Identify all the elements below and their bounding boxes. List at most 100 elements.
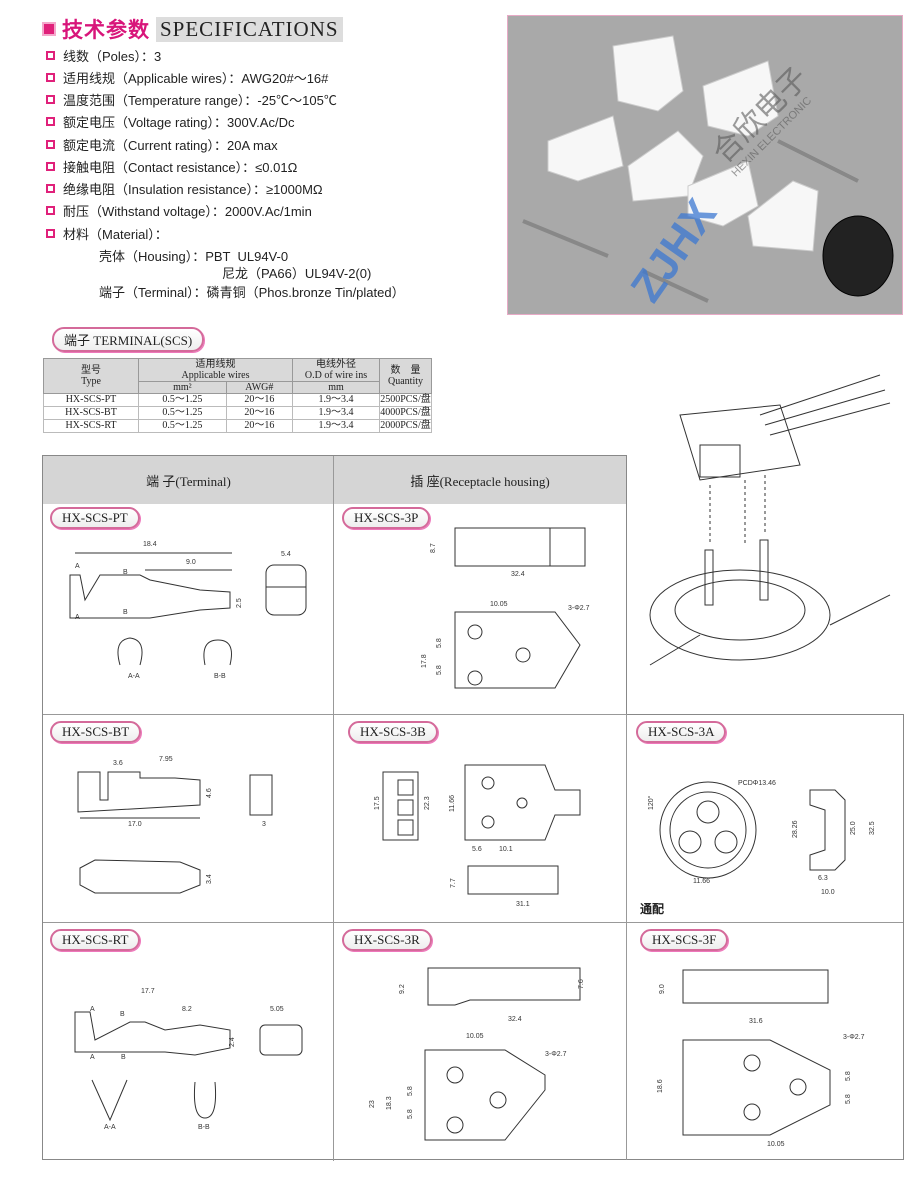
universal-fit-note: 通配 — [640, 902, 665, 916]
dimension-label: 10.05 — [466, 1033, 484, 1040]
section-label: B-B — [214, 673, 226, 680]
spec-item: 适用线规（Applicable wires）：AWG20#～16# — [46, 68, 328, 87]
dimension-label: 7.7 — [450, 878, 457, 888]
dimension-label: 22.3 — [424, 796, 431, 810]
spec-item: 材料（Material）： — [46, 224, 168, 243]
dimension-label: 18.6 — [657, 1079, 664, 1093]
spec-item: 接触电阻（Contact resistance）：≤0.01Ω — [46, 157, 297, 176]
spec-item: 耐压（Withstand voltage）：2000V.Ac/1min — [46, 201, 312, 220]
header-text: O.D of wire ins — [304, 370, 368, 381]
spec-text: 接触电阻（Contact resistance）：≤0.01Ω — [63, 160, 298, 175]
dimension-label: 5.05 — [270, 1006, 284, 1013]
spec-item: 额定电流（Current rating）：20A max — [46, 135, 278, 154]
part-tag: HX-SCS-3R — [342, 929, 432, 951]
table-cell: 20～16 — [225, 419, 294, 433]
material-housing-alt: 尼龙（PA66）UL94V-2(0) — [222, 266, 372, 281]
dimension-label: 10.0 — [821, 889, 835, 896]
spec-text: 线数（Poles）：3 — [63, 49, 162, 64]
product-photo: ZJHX 合欣电子 HEXIN ELECTRONIC — [507, 15, 903, 315]
dimension-label: 31.6 — [749, 1018, 763, 1025]
drawings-grid: 端 子(Terminal) 插 座(Receptacle housing) — [42, 455, 903, 1161]
dimension-label: 18.3 — [386, 1096, 393, 1110]
dimension-label: 11.66 — [693, 878, 710, 885]
header-text: 适用线规 — [195, 359, 236, 370]
material-terminal: 端子（Terminal）：磷青铜（Phos.bronze Tin/plated） — [99, 285, 405, 300]
dimension-label: 2.5 — [236, 598, 243, 608]
spec-item: 温度范围（Temperature range）：-25℃～105℃ — [46, 90, 337, 109]
dimension-label: 3.6 — [113, 760, 123, 767]
dimension-label: 10.05 — [767, 1141, 785, 1148]
dimension-label: 9.0 — [186, 559, 196, 566]
section-mark: A — [90, 1054, 95, 1061]
dimension-label: 3.4 — [206, 874, 213, 884]
dimension-label: 5.8 — [436, 638, 443, 648]
table-cell: HX-SCS-RT — [43, 419, 139, 433]
dimension-label: 2.4 — [229, 1037, 236, 1047]
part-tag: HX-SCS-3B — [348, 721, 438, 743]
dimension-label: 5.8 — [845, 1071, 852, 1081]
dimension-label: 5.4 — [281, 551, 291, 558]
divider — [626, 714, 627, 1160]
dimension-label: 17.0 — [128, 821, 142, 828]
dimension-label: 3-Φ2.7 — [545, 1051, 567, 1058]
section-mark: A — [75, 614, 80, 621]
spec-item: 线数（Poles）：3 — [46, 46, 161, 65]
dimension-label: 120° — [648, 795, 655, 810]
dimension-label: 5.8 — [436, 665, 443, 675]
part-tag: HX-SCS-RT — [50, 929, 141, 951]
section-mark: A — [75, 563, 80, 570]
dimension-label: 5.6 — [472, 846, 482, 853]
header-text: 数 量 — [390, 365, 421, 376]
dimension-label: 18.4 — [143, 541, 157, 548]
terminal-section-label: 端子 TERMINAL(SCS) — [52, 327, 205, 352]
dimension-label: 32.4 — [511, 571, 525, 578]
title-cn: 技术参数 — [62, 19, 150, 42]
assembly-illustration — [649, 374, 891, 666]
divider — [43, 714, 903, 715]
dimension-label: 23 — [369, 1100, 376, 1108]
dimension-label: 28.26 — [792, 820, 799, 838]
dimension-label: 17.7 — [141, 988, 155, 995]
bullet-icon — [46, 117, 55, 126]
header-text: 电线外径 — [316, 359, 356, 370]
table-cell: 2000PCS/盘 — [379, 419, 432, 433]
spec-text: 耐压（Withstand voltage）：2000V.Ac/1min — [63, 204, 312, 219]
terminal-column-header: 端 子(Terminal) — [43, 456, 334, 504]
dimension-label: 8.2 — [182, 1006, 192, 1013]
connectors-illustration — [522, 35, 894, 303]
bullet-icon — [46, 206, 55, 215]
dimension-label: 17.8 — [421, 654, 428, 668]
dimension-label: 3 — [262, 821, 266, 828]
bullet-icon — [42, 22, 56, 36]
part-tag: HX-SCS-3P — [342, 507, 431, 529]
spec-text: 适用线规（Applicable wires）：AWG20#～16# — [63, 71, 329, 86]
divider — [43, 922, 903, 923]
dimension-label: 9.0 — [659, 984, 666, 994]
section-title: 技术参数 SPECIFICATIONS — [42, 14, 343, 44]
section-mark: B — [120, 1011, 125, 1018]
bullet-icon — [46, 184, 55, 193]
dimension-label: 3-Φ2.7 — [843, 1034, 865, 1041]
header-text: Applicable wires — [181, 370, 250, 381]
title-en: SPECIFICATIONS — [156, 16, 343, 42]
col-mm2: mm² — [138, 381, 227, 394]
bullet-icon — [46, 162, 55, 171]
section-label: B-B — [198, 1124, 210, 1131]
bullet-icon — [46, 140, 55, 149]
spec-text: 绝缘电阻（Insulation resistance）：≥1000MΩ — [63, 182, 323, 197]
part-tag: HX-SCS-3F — [640, 929, 729, 951]
dimension-label: 7.6 — [578, 979, 585, 989]
dimension-label: PCDΦ13.46 — [738, 780, 776, 787]
part-tag: HX-SCS-PT — [50, 507, 140, 529]
divider — [333, 456, 334, 1161]
col-od-unit: mm — [292, 381, 380, 394]
dimension-label: 5.8 — [407, 1086, 414, 1096]
section-mark: B — [121, 1054, 126, 1061]
section-label: A-A — [104, 1124, 116, 1131]
spec-item: 额定电压（Voltage rating）：300V.Ac/Dc — [46, 112, 294, 131]
dimension-label: 5.8 — [845, 1094, 852, 1104]
spec-text: 额定电流（Current rating）：20A max — [63, 138, 278, 153]
